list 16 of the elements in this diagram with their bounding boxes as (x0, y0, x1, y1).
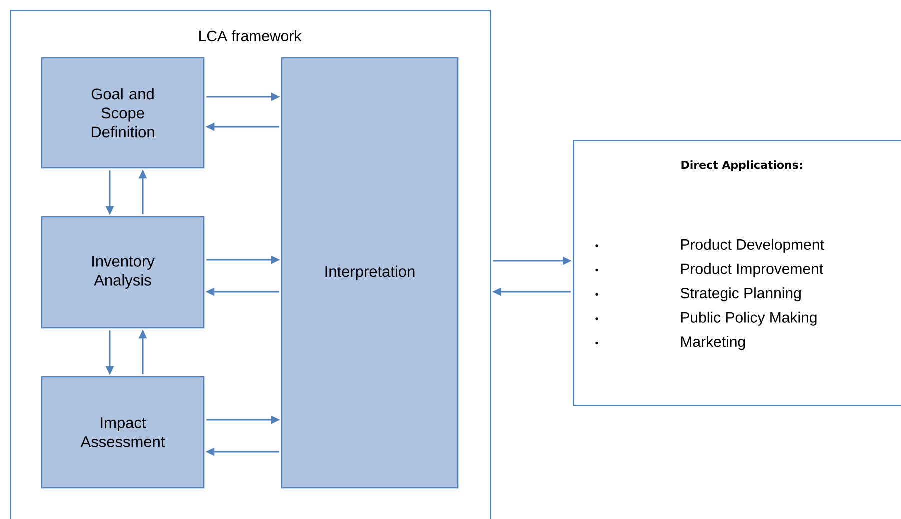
bullet-mark: • (596, 244, 598, 248)
process-box: Impact Assessment (41, 376, 205, 489)
list-heading: Direct Applications: (682, 160, 802, 172)
bullet-mark: • (596, 318, 598, 320)
process-box: Goal and Scope Definition (41, 57, 205, 169)
list-item: Public Policy Making (681, 312, 817, 326)
list-item: Strategic Planning (680, 288, 801, 302)
list-item: Product Improvement (681, 263, 824, 278)
bullet-mark: • (596, 342, 598, 345)
bullet-mark: • (596, 293, 598, 296)
list-item: Marketing (681, 336, 746, 350)
list-item: Product Development (681, 239, 824, 253)
interpretation-box: Interpretation (281, 57, 459, 489)
process-box: Inventory Analysis (41, 216, 205, 329)
bullet-mark: • (596, 268, 598, 272)
frame-title: LCA framework (200, 30, 302, 42)
